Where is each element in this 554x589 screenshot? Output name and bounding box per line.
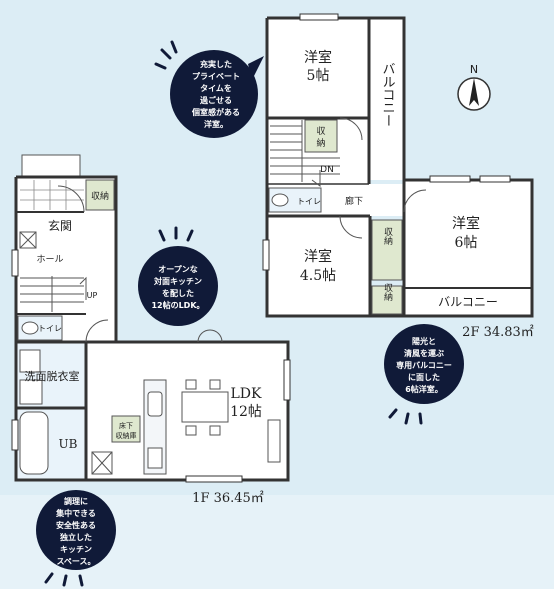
room-western-5 (267, 18, 369, 118)
tv-board (267, 419, 281, 463)
balcony-top (369, 18, 404, 180)
storage-d-label: 収納 (382, 282, 393, 302)
bubble-1-line-6: 洋室。 (204, 119, 228, 129)
washroom-label: 洗面脱衣室 (25, 369, 80, 383)
bubble-1-line-3: タイムを (200, 83, 232, 93)
doors-1f (57, 185, 223, 343)
storage-a-label-1: 収 (316, 125, 325, 137)
bubble-3-line-4: に面した (408, 372, 440, 382)
bubble-2-line-3: を配した (162, 288, 194, 298)
room-western-4-5 (267, 216, 370, 316)
compass: N (457, 63, 491, 111)
fridge-cross-2 (91, 451, 113, 475)
ldk-name: LDK (231, 386, 263, 402)
western45-size: 4.5帖 (300, 268, 336, 284)
bubble-4-line-1: 調理に (64, 496, 88, 506)
stairs-dn-label: DN (320, 165, 334, 175)
bubble-1: 充実した プライベート タイムを 過ごせる 個室感がある 洋室。 (154, 40, 264, 138)
chair-4 (209, 425, 221, 436)
floor1-label: 1F 36.45㎡ (192, 491, 264, 506)
kitchen-stove (147, 447, 163, 469)
storage-a-label-2: 納 (316, 137, 325, 149)
doors-2f (339, 117, 427, 239)
bubble-3-line-1: 陽光と (412, 336, 436, 346)
stairs-2f (270, 120, 340, 187)
bubble-1-line-5: 個室感がある (191, 107, 240, 117)
stairs-1f (20, 276, 87, 312)
storage-1f-label: 収納 (91, 190, 109, 202)
windows-1f (11, 249, 291, 483)
washing-machine (19, 349, 41, 373)
balcony-bottom (404, 288, 532, 316)
chair-3 (185, 425, 197, 436)
hall-label: ホール (36, 254, 63, 265)
entrance-tiles (20, 180, 84, 210)
washbasin (19, 379, 43, 405)
shoe-cabinet-cross-2 (19, 231, 37, 249)
kitchen-sink (147, 391, 163, 417)
bubble-4: 調理に 集中できる 安全性ある 独立した キッチン スペース。 (36, 490, 116, 587)
bubble-2-line-2: 対面キッチン (153, 276, 202, 286)
bubble-1-line-4: 過ごせる (199, 95, 232, 105)
western45-name: 洋室 (304, 248, 332, 265)
chair-2 (209, 379, 221, 390)
bubble-3-line-2: 清風を運ぶ (404, 348, 444, 358)
bubble-1-line-2: プライベート (192, 71, 240, 81)
floor-1f: 玄関 ホール UP トイレ 洗面脱衣室 UB LDK 12帖 収納 床下 収納庫… (11, 154, 291, 506)
compass-arrow-icon (469, 78, 479, 106)
bubble-4-line-4: 独立した (59, 532, 92, 542)
windows-2f (262, 13, 511, 271)
balcony-bottom-label: バルコニー (438, 295, 498, 309)
toilet-fixture-1f (21, 321, 39, 335)
dining-table (181, 391, 229, 423)
compass-label: N (470, 63, 478, 76)
bubble-4-line-6: スペース。 (56, 557, 95, 566)
western5-size: 5帖 (307, 68, 330, 84)
bubble-2-line-1: オープンな (158, 264, 198, 274)
toilet-fixture-2f (271, 193, 289, 207)
bubble-3-line-5: 6帖洋室。 (405, 384, 443, 394)
toilet-1f-label: トイレ (38, 324, 62, 333)
burst-icon (154, 40, 178, 70)
walls-1f (14, 175, 290, 482)
western5-name: 洋室 (304, 49, 332, 66)
chair-1 (185, 379, 197, 390)
storage-1f (85, 179, 115, 211)
corridor-label: 廊下 (345, 195, 363, 207)
porch (21, 154, 81, 178)
under-floor-label-1: 床下 (119, 421, 133, 430)
western6-name: 洋室 (452, 215, 480, 232)
storage-d (371, 285, 403, 315)
burst-icon (44, 572, 84, 587)
bubble-4-line-2: 集中できる (55, 508, 96, 518)
bubble-4-line-3: 安全性ある (56, 520, 96, 530)
balcony-top-label: バルコニー (380, 62, 396, 127)
floor2-label: 2F 34.83㎡ (462, 325, 534, 340)
bubble-2: オープンな 対面キッチン を配した 12帖のLDK。 (138, 226, 218, 326)
bath-label: UB (59, 437, 78, 451)
storage-c-label: 収納 (382, 226, 393, 246)
toilet-2f-label: トイレ (297, 197, 321, 206)
bubble-4-line-5: キッチン (60, 545, 92, 554)
bubble-2-line-4: 12帖のLDK。 (151, 300, 204, 310)
stairs-up-label: UP (87, 291, 98, 300)
entrance-label: 玄関 (48, 218, 72, 233)
bubble-1-line-1: 充実した (200, 59, 232, 69)
bathtub (19, 411, 49, 475)
floor-2f: 洋室 5帖 洋室 4.5帖 洋室 6帖 バルコニー バルコニー トイレ 廊下 D… (262, 13, 534, 340)
storage-a (304, 119, 338, 153)
walls-2f (265, 16, 534, 318)
burst-icon (388, 408, 423, 425)
western6-size: 6帖 (455, 235, 478, 251)
bubble-3-line-3: 専用バルコニー (396, 360, 452, 370)
storage-c (371, 219, 403, 281)
bubble-3: 陽光と 清風を運ぶ 専用バルコニー に面した 6帖洋室。 (384, 324, 464, 425)
under-floor-label-2: 収納庫 (116, 431, 137, 440)
room-western-6 (404, 180, 532, 288)
ldk-size: 12帖 (230, 404, 262, 420)
under-floor-storage (111, 415, 141, 443)
burst-icon (158, 226, 194, 242)
